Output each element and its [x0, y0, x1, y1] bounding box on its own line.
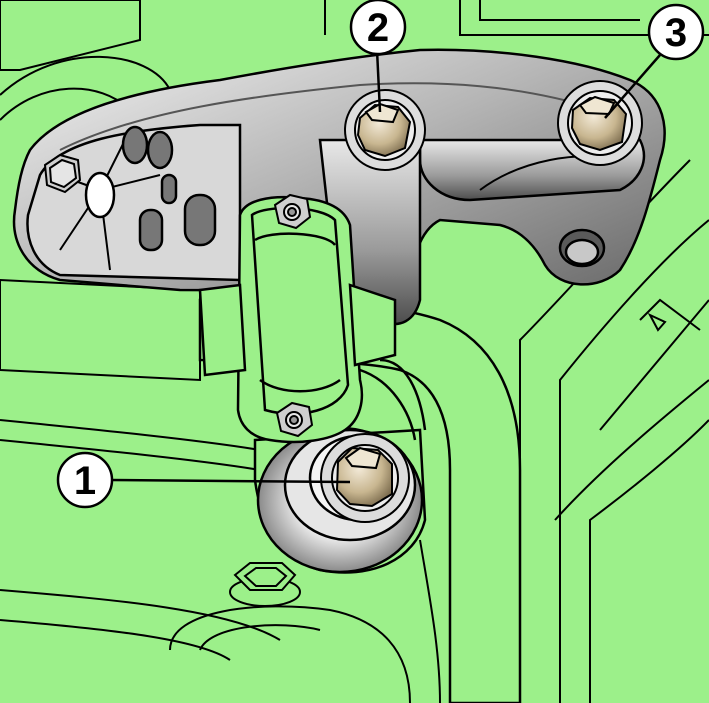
lower-green-bolt	[229, 562, 301, 607]
clamp-nut-top	[273, 193, 312, 230]
left-small-bolt	[43, 153, 82, 194]
bolt-1	[320, 433, 410, 523]
callout-leaders	[109, 49, 661, 484]
clamp-strap	[198, 195, 397, 444]
callout-1-label: 1	[74, 459, 96, 503]
mount-bracket	[12, 48, 666, 326]
bolt-3	[557, 80, 643, 166]
bolt-2	[344, 89, 426, 171]
leader-2	[375, 49, 382, 113]
callout-1: 1	[56, 451, 114, 509]
leader-3	[604, 54, 661, 119]
callout-2-label: 2	[367, 6, 389, 50]
callout-3: 3	[647, 3, 705, 61]
callout-2: 2	[349, 0, 407, 56]
clamp-nut-bottom	[275, 401, 314, 438]
leader-1	[109, 478, 351, 484]
callout-3-label: 3	[665, 11, 687, 55]
